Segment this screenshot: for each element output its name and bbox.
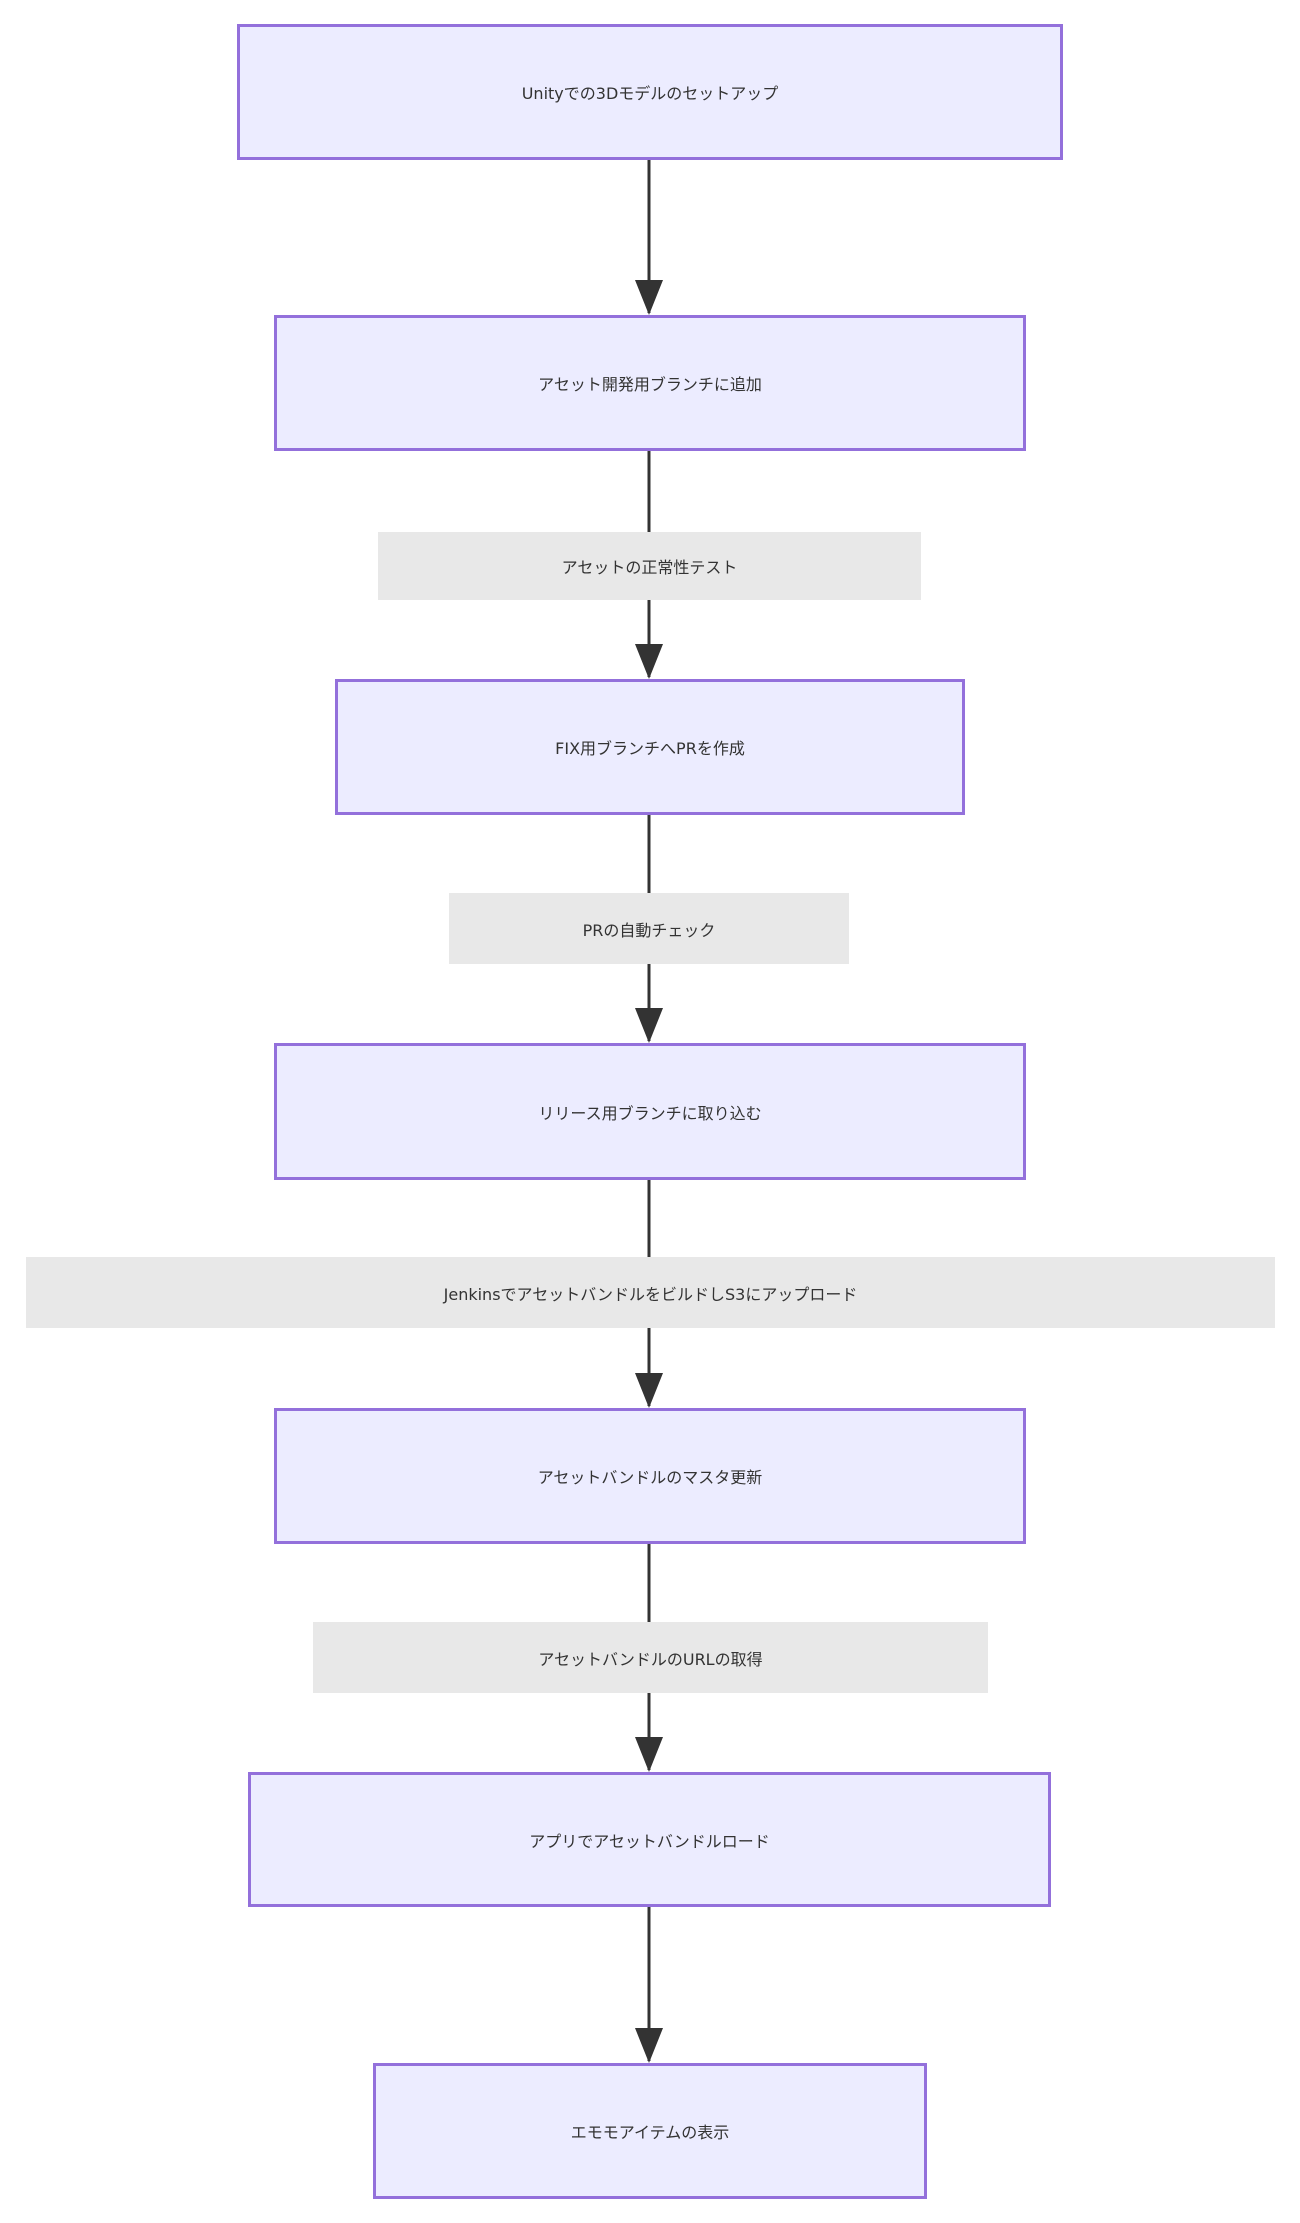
- node-add-to-asset-branch: アセット開発用ブランチに追加: [274, 315, 1026, 451]
- arrowhead-icon: [635, 1737, 663, 1772]
- edge-label-jenkins-build: JenkinsでアセットバンドルをビルドしS3にアップロード: [26, 1257, 1275, 1328]
- node-app-load: アプリでアセットバンドルロード: [248, 1772, 1051, 1907]
- node-merge-release: リリース用ブランチに取り込む: [274, 1043, 1026, 1180]
- arrowhead-icon: [635, 2028, 663, 2063]
- arrowhead-icon: [635, 644, 663, 679]
- edge-label-pr-check: PRの自動チェック: [449, 893, 849, 964]
- node-display-item: エモモアイテムの表示: [373, 2063, 927, 2199]
- node-create-pr: FIX用ブランチへPRを作成: [335, 679, 965, 815]
- node-unity-setup: Unityでの3Dモデルのセットアップ: [237, 24, 1063, 160]
- arrowhead-icon: [635, 280, 663, 315]
- arrowhead-icon: [635, 1373, 663, 1408]
- edge-label-asset-test: アセットの正常性テスト: [378, 532, 921, 600]
- edge-label-get-url: アセットバンドルのURLの取得: [313, 1622, 988, 1693]
- node-update-master: アセットバンドルのマスタ更新: [274, 1408, 1026, 1544]
- arrowhead-icon: [635, 1008, 663, 1043]
